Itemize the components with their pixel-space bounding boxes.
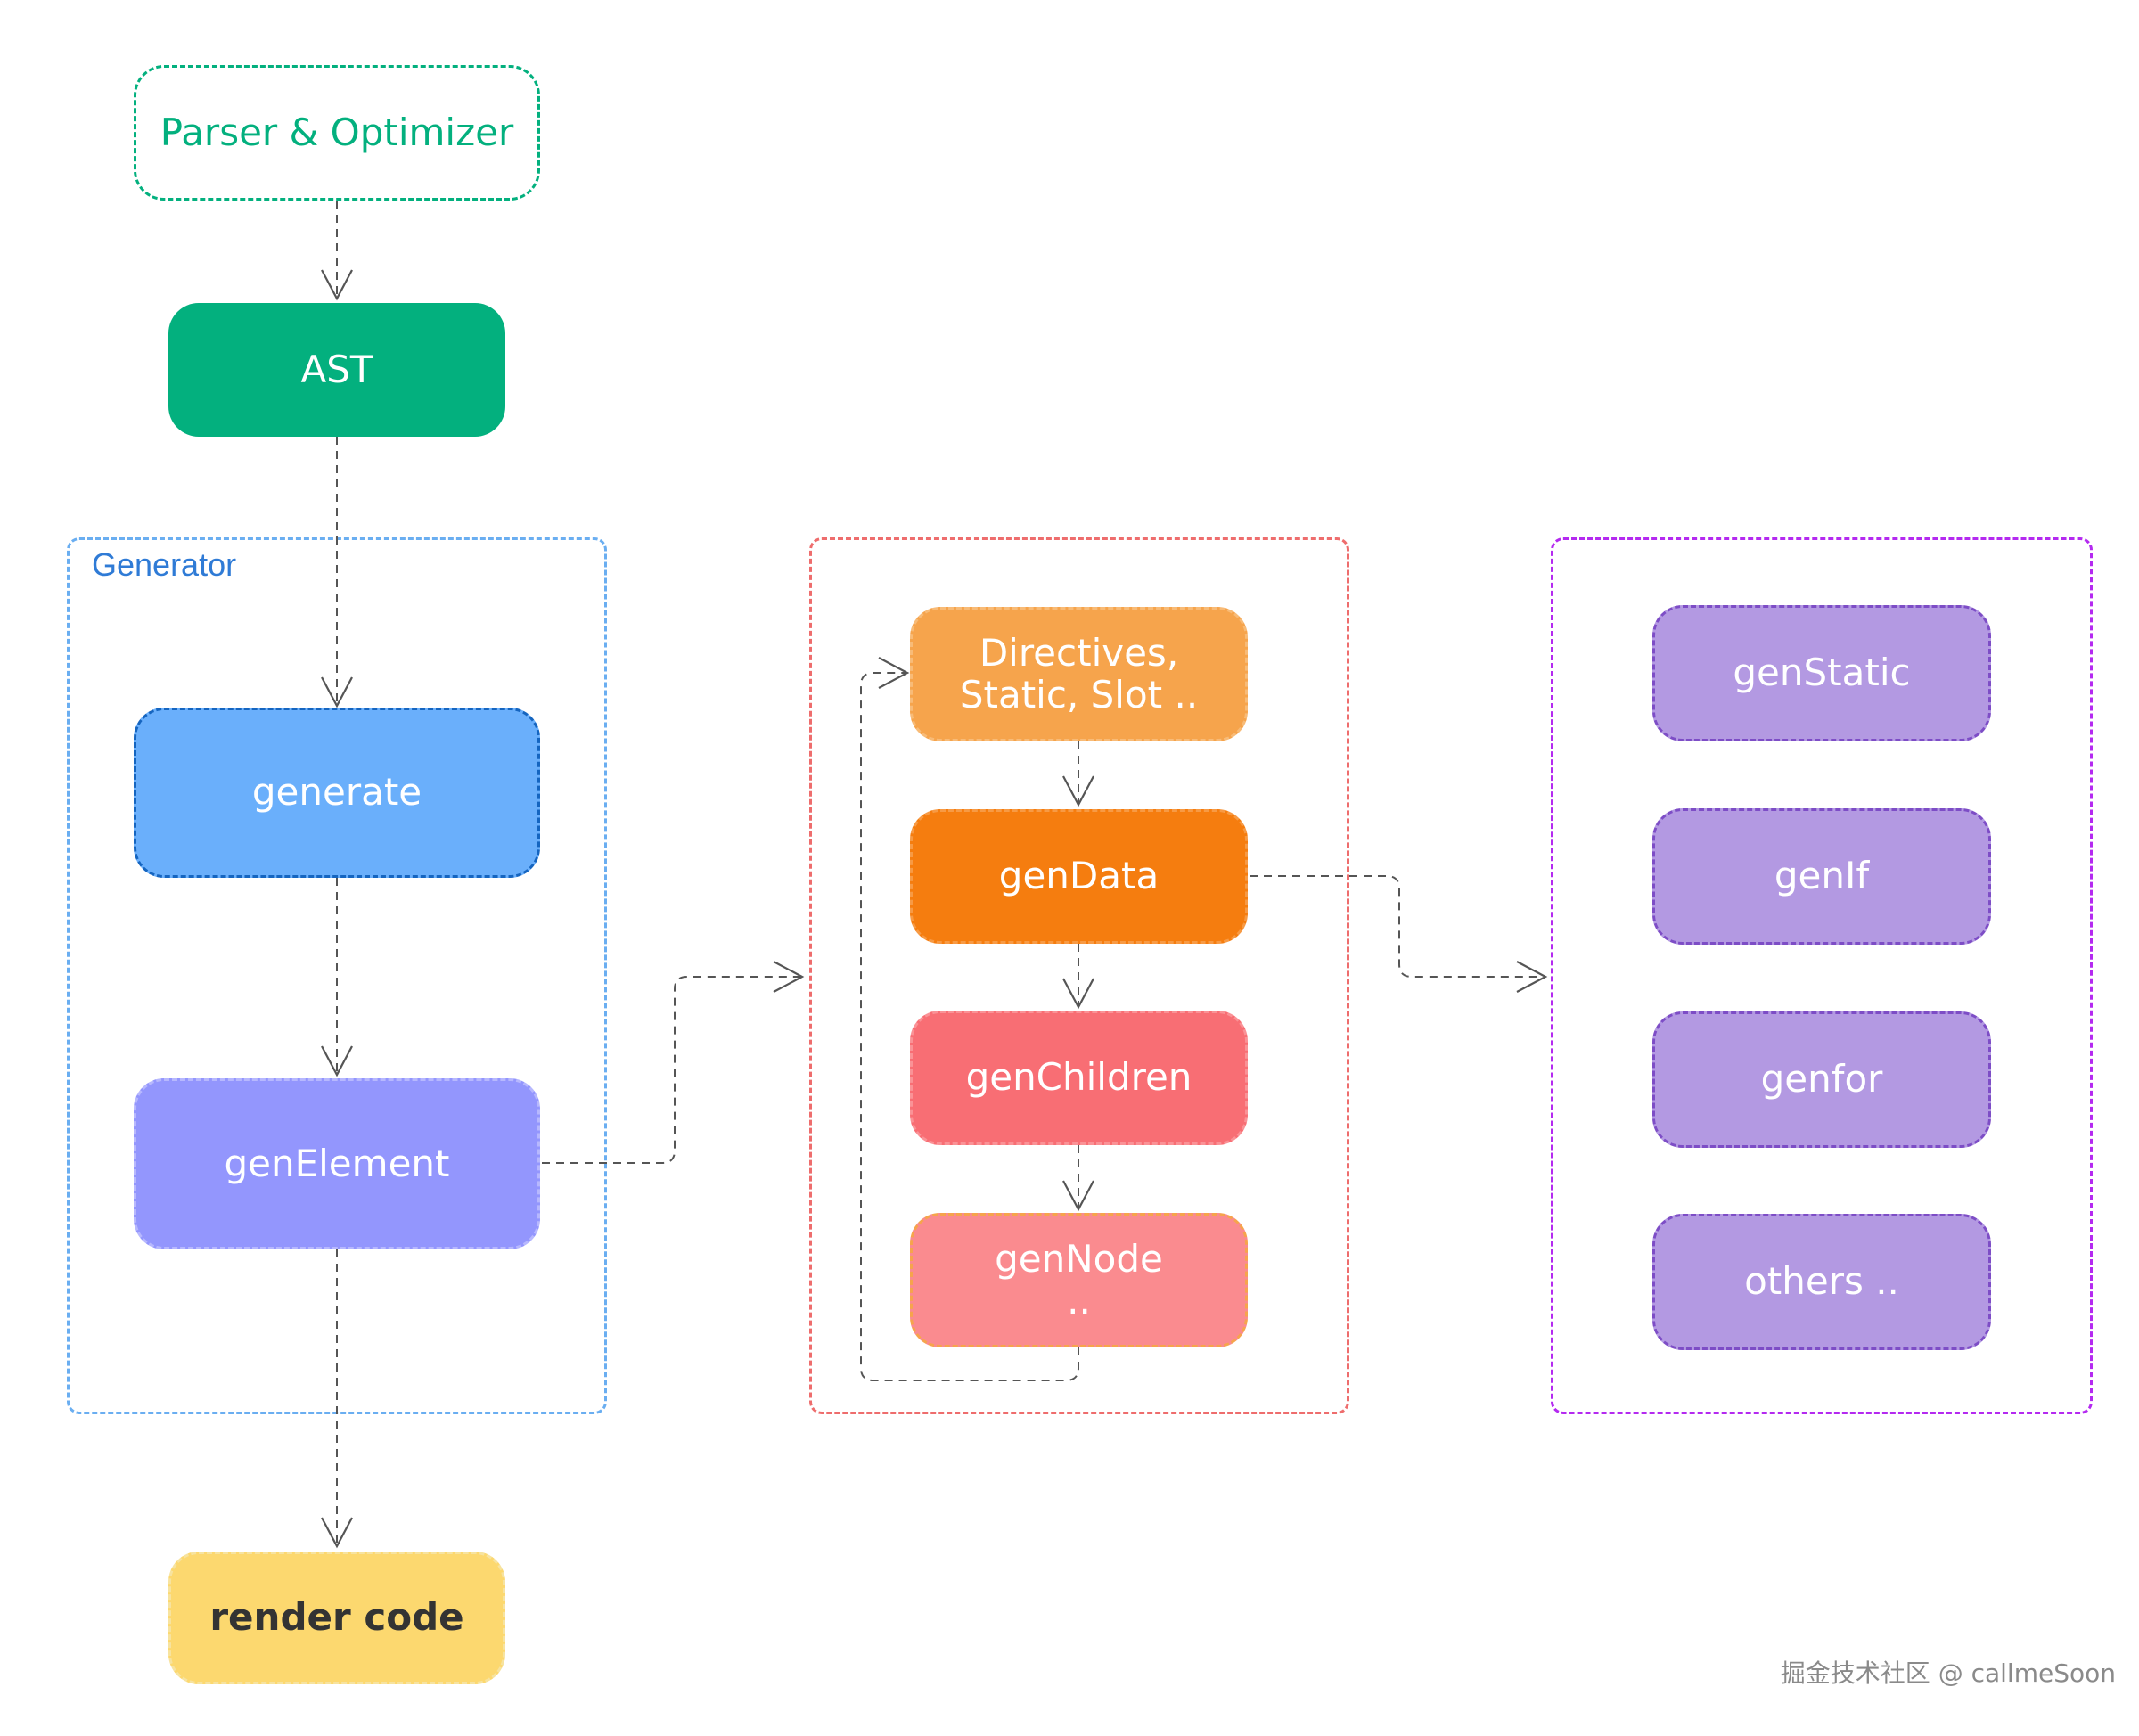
gen-element-label: genElement	[224, 1141, 450, 1185]
arrowhead	[321, 676, 353, 708]
arrowhead	[773, 961, 805, 993]
edge-genelement-to-middle	[542, 976, 802, 1164]
arrowhead	[321, 1045, 353, 1077]
gen-if-label: genIf	[1774, 854, 1870, 898]
right-group	[1551, 537, 2093, 1414]
render-code-label: render code	[209, 1595, 464, 1640]
others-node: others ..	[1652, 1214, 1991, 1350]
parser-optimizer-label: Parser & Optimizer	[160, 110, 514, 154]
ast-node: AST	[168, 303, 505, 437]
edge-gennode-loop	[860, 672, 1079, 1381]
gen-for-label: genfor	[1760, 1057, 1883, 1101]
gen-children-label: genChildren	[965, 1055, 1192, 1100]
gen-static-label: genStatic	[1733, 651, 1911, 695]
render-code-node: render code	[168, 1552, 505, 1684]
generate-node: generate	[134, 708, 540, 878]
gen-for-node: genfor	[1652, 1011, 1991, 1148]
arrowhead	[321, 1517, 353, 1549]
middle-group	[809, 537, 1349, 1414]
gen-node-label-line2: ..	[1067, 1278, 1091, 1322]
watermark: 掘金技术社区 @ callmeSoon	[1780, 1658, 2116, 1688]
arrowhead	[1062, 1180, 1094, 1212]
gen-data-label: genData	[998, 854, 1160, 898]
arrowhead	[1516, 961, 1548, 993]
gen-node-label-line1: genNode	[995, 1237, 1163, 1282]
gen-if-node: genIf	[1652, 808, 1991, 945]
generator-group-label: Generator	[92, 546, 237, 583]
directives-label-line1: Directives,	[979, 631, 1179, 676]
arrowhead	[321, 269, 353, 301]
gen-static-node: genStatic	[1652, 605, 1991, 741]
directives-label-line2: Static, Slot ..	[959, 672, 1199, 717]
arrowhead	[1062, 978, 1094, 1010]
gen-data-node: genData	[910, 809, 1248, 944]
gen-children-node: genChildren	[910, 1011, 1248, 1145]
others-label: others ..	[1744, 1259, 1899, 1304]
generate-label: generate	[251, 770, 422, 815]
arrowhead	[878, 657, 910, 689]
directives-node: Directives, Static, Slot ..	[910, 607, 1248, 741]
arrowhead	[1062, 775, 1094, 807]
ast-label: AST	[300, 347, 373, 391]
gen-element-node: genElement	[134, 1078, 540, 1249]
parser-optimizer-node: Parser & Optimizer	[134, 65, 540, 201]
edge-gendata-to-right	[1250, 875, 1545, 978]
gen-node-node: genNode ..	[910, 1213, 1248, 1347]
